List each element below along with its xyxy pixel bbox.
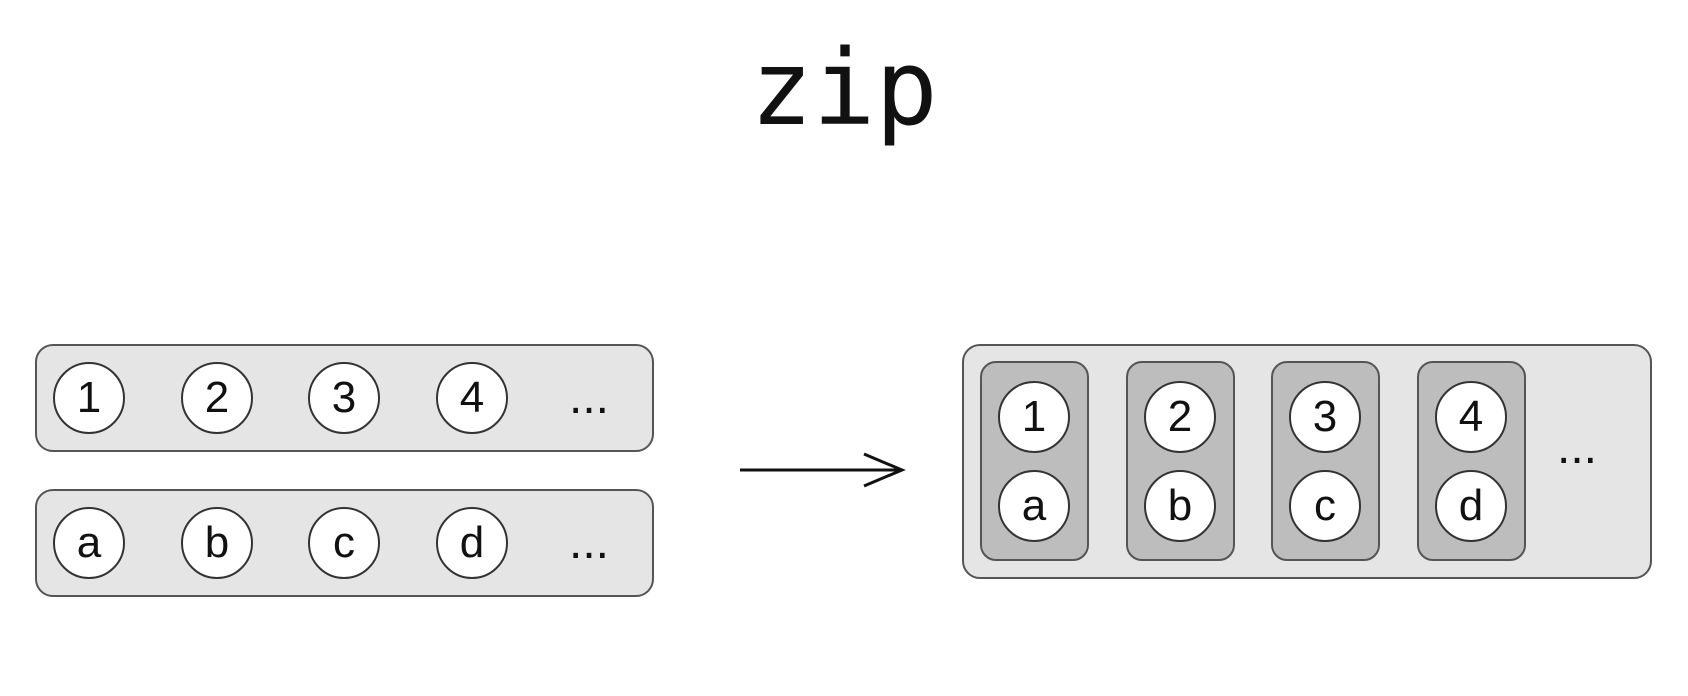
numbers-ellipsis: ... — [569, 371, 610, 424]
numbers-sequence: 1 2 3 4 ... — [35, 344, 654, 452]
number-item: 1 — [53, 362, 125, 434]
letters-ellipsis: ... — [569, 516, 610, 569]
right-arrow-icon — [740, 452, 906, 488]
number-item: 4 — [436, 362, 508, 434]
pair-number: 2 — [1144, 381, 1216, 453]
pair-letter: c — [1289, 470, 1361, 542]
pair-letter: b — [1144, 470, 1216, 542]
zipped-sequence: 1 a 2 b 3 c 4 d ... — [962, 344, 1652, 579]
letter-item: b — [181, 507, 253, 579]
zipped-pair: 4 d — [1417, 361, 1526, 561]
pair-number: 3 — [1289, 381, 1361, 453]
zipped-pair: 3 c — [1271, 361, 1380, 561]
zipped-pair: 1 a — [980, 361, 1089, 561]
diagram-title: zip — [750, 27, 938, 149]
letter-item: a — [53, 507, 125, 579]
number-item: 3 — [308, 362, 380, 434]
pair-number: 1 — [998, 381, 1070, 453]
letter-item: c — [308, 507, 380, 579]
letters-sequence: a b c d ... — [35, 489, 654, 597]
number-item: 2 — [181, 362, 253, 434]
pair-letter: d — [1435, 470, 1507, 542]
letter-item: d — [436, 507, 508, 579]
zipped-pair: 2 b — [1126, 361, 1235, 561]
pair-letter: a — [998, 470, 1070, 542]
pair-number: 4 — [1435, 381, 1507, 453]
zipped-ellipsis: ... — [1557, 421, 1598, 474]
